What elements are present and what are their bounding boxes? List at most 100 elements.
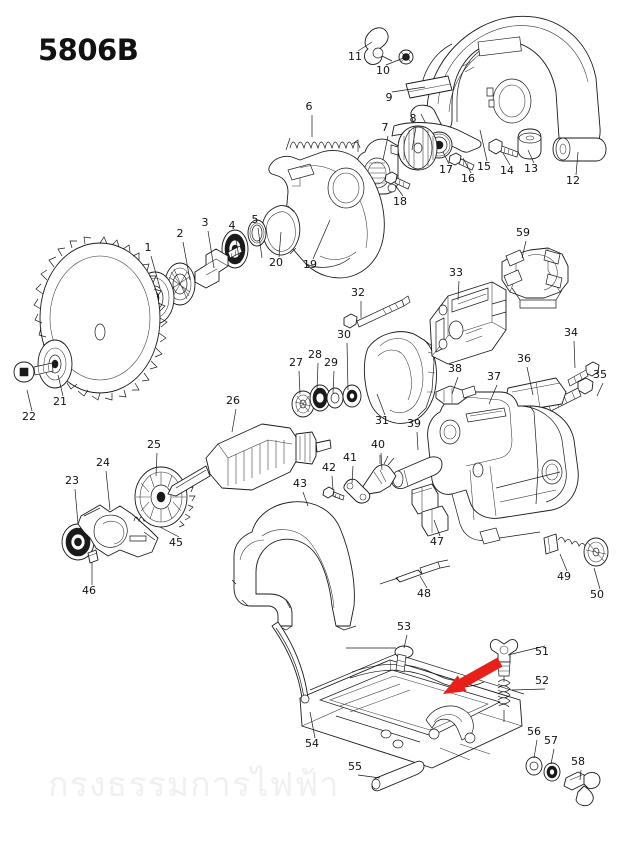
part-brush-holder-assembly bbox=[501, 247, 569, 309]
leader-line-2 bbox=[182, 241, 191, 281]
part-upper-blade-guard bbox=[391, 15, 607, 162]
part-brush-spring bbox=[543, 533, 594, 555]
part-carbon-brush-pair bbox=[411, 483, 449, 537]
leader-line-13 bbox=[527, 149, 535, 164]
part-wing-nut bbox=[563, 771, 601, 807]
leader-line-17 bbox=[442, 151, 450, 165]
part-number-48: 48 bbox=[417, 587, 431, 600]
part-handle-cover bbox=[231, 501, 357, 631]
leader-line-49 bbox=[559, 553, 568, 572]
leader-line-10 bbox=[385, 56, 407, 66]
leader-line-8 bbox=[411, 126, 417, 151]
part-number-33: 33 bbox=[449, 266, 463, 279]
part-commutator-washer bbox=[291, 390, 315, 418]
part-torsion-spring bbox=[285, 137, 361, 152]
part-name-plate bbox=[405, 75, 453, 99]
red-arrow-shape bbox=[443, 657, 503, 694]
part-number-15: 15 bbox=[477, 160, 491, 173]
leader-line-25 bbox=[155, 452, 158, 477]
leader-line-15 bbox=[479, 129, 488, 162]
part-number-42: 42 bbox=[322, 461, 336, 474]
callout-leaders bbox=[26, 41, 604, 781]
leader-line-35 bbox=[596, 382, 604, 397]
part-number-30: 30 bbox=[337, 328, 351, 341]
part-field-stator bbox=[429, 281, 507, 365]
leader-line-20 bbox=[278, 231, 282, 258]
part-number-22: 22 bbox=[22, 410, 36, 423]
leader-line-43 bbox=[302, 491, 309, 507]
leader-line-24 bbox=[105, 470, 111, 511]
part-number-26: 26 bbox=[226, 394, 240, 407]
part-number-57: 57 bbox=[544, 734, 558, 747]
leader-line-33 bbox=[457, 280, 460, 301]
part-number-4: 4 bbox=[229, 219, 236, 232]
part-motor-bracket bbox=[363, 331, 437, 424]
part-number-47: 47 bbox=[430, 535, 444, 548]
part-number-51: 51 bbox=[535, 645, 549, 658]
leader-line-54 bbox=[309, 711, 316, 739]
leader-line-7 bbox=[382, 135, 389, 161]
part-terminal-lead bbox=[379, 559, 451, 585]
part-number-53: 53 bbox=[397, 620, 411, 633]
part-cord-guard bbox=[361, 455, 397, 495]
leader-line-53 bbox=[403, 634, 408, 649]
part-number-55: 55 bbox=[348, 760, 362, 773]
part-number-19: 19 bbox=[303, 258, 317, 271]
part-spindle-gear bbox=[194, 245, 243, 289]
part-long-screw bbox=[343, 295, 411, 329]
leader-line-52 bbox=[511, 688, 546, 691]
leader-line-45 bbox=[159, 526, 180, 538]
watermark-text: กรงธรรมการไฟฟ้า bbox=[48, 765, 340, 805]
part-number-59: 59 bbox=[516, 226, 530, 239]
part-safety-cover bbox=[268, 150, 385, 279]
part-outer-flange bbox=[37, 339, 73, 389]
leader-line-26 bbox=[231, 408, 237, 433]
part-small-screw bbox=[322, 486, 345, 501]
part-number-8: 8 bbox=[410, 112, 417, 125]
leader-line-59 bbox=[521, 240, 527, 259]
part-number-37: 37 bbox=[487, 370, 501, 383]
part-number-18: 18 bbox=[393, 195, 407, 208]
leader-line-5 bbox=[257, 227, 263, 259]
leader-line-16 bbox=[462, 157, 472, 174]
part-number-25: 25 bbox=[147, 438, 161, 451]
leader-line-27 bbox=[298, 370, 301, 395]
part-guide-rod bbox=[371, 760, 425, 792]
leader-line-14 bbox=[502, 152, 511, 166]
leader-line-42 bbox=[331, 475, 334, 491]
part-number-49: 49 bbox=[557, 570, 571, 583]
part-number-7: 7 bbox=[382, 121, 389, 134]
part-tapping-screw bbox=[567, 361, 600, 387]
part-number-27: 27 bbox=[289, 356, 303, 369]
part-number-56: 56 bbox=[527, 725, 541, 738]
part-number-24: 24 bbox=[96, 456, 110, 469]
part-number-58: 58 bbox=[571, 755, 585, 768]
red-callout-arrow bbox=[443, 657, 503, 694]
leader-line-47 bbox=[433, 519, 441, 537]
part-number-45: 45 bbox=[169, 536, 183, 549]
part-number-39: 39 bbox=[407, 417, 421, 430]
leader-line-23 bbox=[74, 488, 79, 525]
part-motor-housing bbox=[427, 391, 579, 545]
part-number-41: 41 bbox=[343, 451, 357, 464]
leader-line-29 bbox=[332, 370, 335, 394]
leader-line-51 bbox=[507, 645, 546, 656]
part-clamp-lever bbox=[364, 27, 393, 65]
part-number-36: 36 bbox=[517, 352, 531, 365]
part-coil-spring bbox=[497, 676, 511, 722]
part-number-35: 35 bbox=[593, 368, 607, 381]
part-base-plate bbox=[271, 621, 525, 769]
part-number-1: 1 bbox=[145, 241, 152, 254]
leader-line-22 bbox=[26, 389, 33, 412]
part-spacer-bushing bbox=[517, 128, 542, 160]
leader-line-56 bbox=[533, 739, 538, 759]
part-number-38: 38 bbox=[448, 362, 462, 375]
leader-line-11 bbox=[357, 41, 373, 52]
leader-line-41 bbox=[351, 465, 354, 484]
part-number-28: 28 bbox=[308, 348, 322, 361]
part-brush-holder-cap bbox=[583, 537, 609, 567]
leader-line-37 bbox=[488, 384, 498, 405]
leader-line-39 bbox=[416, 431, 419, 451]
part-retaining-ring bbox=[261, 205, 301, 256]
